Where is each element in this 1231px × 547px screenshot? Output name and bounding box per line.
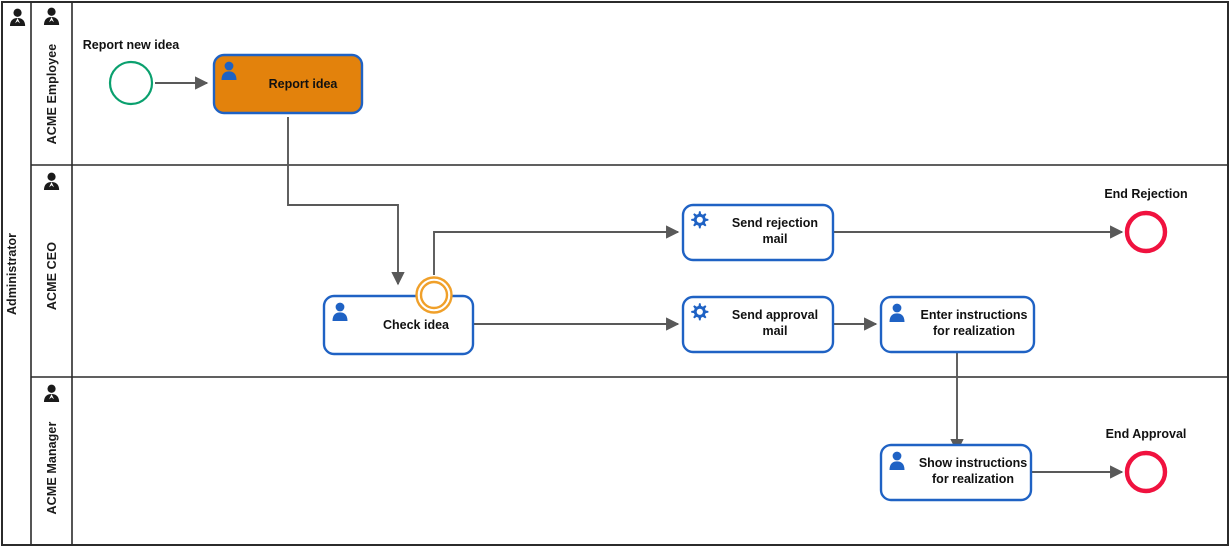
start-event-circle[interactable] xyxy=(108,60,154,106)
task-enter-instructions-box[interactable] xyxy=(879,295,1036,354)
flow-boundary-to-rejection[interactable] xyxy=(433,225,680,275)
lane-title-text-ceo: ACME CEO xyxy=(45,242,59,310)
end-event-rejection[interactable]: End Rejection xyxy=(1104,187,1188,254)
flow-report-to-check[interactable] xyxy=(287,117,405,286)
end-event-approval-circle[interactable] xyxy=(1124,450,1168,494)
lane-role-icon xyxy=(43,7,60,26)
task-show-instructions-line1: Show instructions xyxy=(919,456,1027,470)
sequence-flows xyxy=(155,76,1124,479)
start-event-label: Report new idea xyxy=(83,38,181,52)
task-send-rejection-mail-line1: Send rejection xyxy=(732,216,818,230)
start-event-report-new-idea[interactable]: Report new idea xyxy=(83,38,181,106)
task-send-approval-mail-line1: Send approval xyxy=(732,308,818,322)
service-task-gear-icon xyxy=(691,211,709,229)
user-task-icon xyxy=(332,302,348,321)
task-send-rejection-mail-line2: mail xyxy=(762,232,787,246)
task-check-idea[interactable]: Check idea xyxy=(322,294,475,356)
task-show-instructions-for-realization[interactable]: Show instructions for realization xyxy=(879,443,1033,502)
task-enter-instructions-line1: Enter instructions xyxy=(921,308,1028,322)
end-event-approval[interactable]: End Approval xyxy=(1106,427,1187,494)
task-report-idea-label: Report idea xyxy=(269,77,339,91)
boundary-event-check-idea[interactable] xyxy=(415,276,453,314)
boundary-event-inner-circle xyxy=(419,280,449,310)
task-report-idea-box[interactable] xyxy=(212,53,364,115)
end-event-rejection-label: End Rejection xyxy=(1104,187,1187,201)
pool-label-administrator[interactable]: Administrator xyxy=(5,8,26,315)
pool-title-text: Administrator xyxy=(5,233,19,315)
task-send-approval-mail-line2: mail xyxy=(762,324,787,338)
task-enter-instructions-for-realization[interactable]: Enter instructions for realization xyxy=(879,295,1036,354)
task-send-approval-mail[interactable]: Send approval mail xyxy=(681,295,835,354)
task-report-idea[interactable]: Report idea xyxy=(212,53,364,115)
lane-title-text-employee: ACME Employee xyxy=(45,44,59,145)
user-task-icon xyxy=(889,303,905,322)
task-enter-instructions-line2: for realization xyxy=(933,324,1015,338)
lane-role-icon xyxy=(43,384,60,403)
lane-role-icon xyxy=(43,172,60,191)
lane-title-text-manager: ACME Manager xyxy=(45,422,59,515)
task-check-idea-label: Check idea xyxy=(383,318,450,332)
user-task-icon xyxy=(889,451,905,470)
service-task-gear-icon xyxy=(691,303,709,321)
task-show-instructions-box[interactable] xyxy=(879,443,1033,502)
task-show-instructions-line2: for realization xyxy=(932,472,1014,486)
task-send-rejection-mail[interactable]: Send rejection mail xyxy=(681,203,835,262)
pool-role-icon xyxy=(9,8,26,27)
user-task-icon xyxy=(221,61,237,80)
task-send-approval-mail-box[interactable] xyxy=(681,295,835,354)
task-send-rejection-mail-box[interactable] xyxy=(681,203,835,262)
lane-label-acme-employee[interactable]: ACME Employee xyxy=(43,7,60,145)
lane-label-acme-manager[interactable]: ACME Manager xyxy=(43,384,60,515)
end-event-approval-label: End Approval xyxy=(1106,427,1187,441)
lane-label-acme-ceo[interactable]: ACME CEO xyxy=(43,172,60,310)
end-event-rejection-circle[interactable] xyxy=(1124,210,1168,254)
